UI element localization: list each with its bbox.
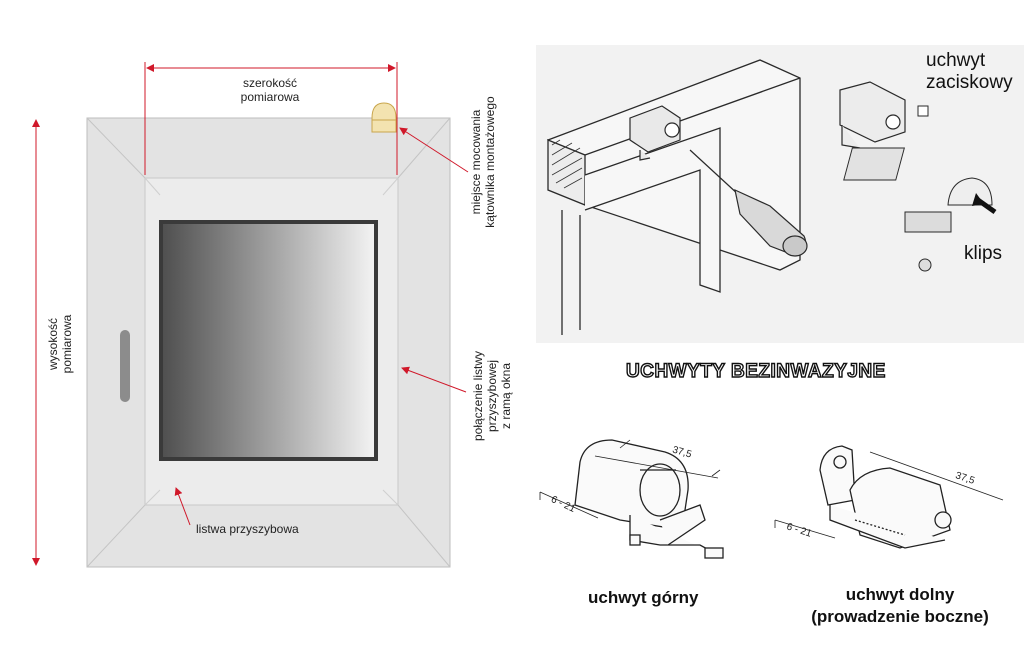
cap-part	[947, 177, 993, 206]
nut-part	[917, 105, 929, 117]
screwdriver	[689, 149, 808, 257]
width-dimension	[144, 62, 398, 175]
bead-label: listwa przyszybowa	[196, 522, 299, 536]
bottom-holder-dims	[774, 451, 1004, 539]
section-title: UCHWYTY BEZINWAZYJNE	[625, 360, 886, 382]
clip-plate-part	[843, 147, 905, 181]
width-label: szerokość pomiarowa	[240, 76, 300, 104]
screw-part	[918, 258, 932, 272]
clamp-holder-part	[839, 81, 906, 149]
bottom-holder-label: uchwyt dolny (prowadzenie boczne)	[811, 585, 989, 626]
mount-leader	[399, 127, 469, 173]
mounting-bracket	[371, 102, 397, 133]
bead-leader	[174, 487, 191, 526]
clamp-label: uchwyt zaciskowy	[926, 50, 1013, 93]
window-handle	[120, 330, 130, 402]
top-holder-label: uchwyt górny	[588, 588, 699, 607]
clip-bracket-part	[904, 211, 952, 233]
clamp-on-frame	[629, 105, 681, 161]
glass-pane	[159, 220, 378, 461]
top-holder-dims	[539, 439, 721, 519]
clip-label: klips	[964, 243, 1003, 264]
bead-joint-leader	[401, 366, 467, 393]
top-holder-drawing	[574, 439, 724, 559]
bottom-holder-drawing	[819, 445, 952, 549]
